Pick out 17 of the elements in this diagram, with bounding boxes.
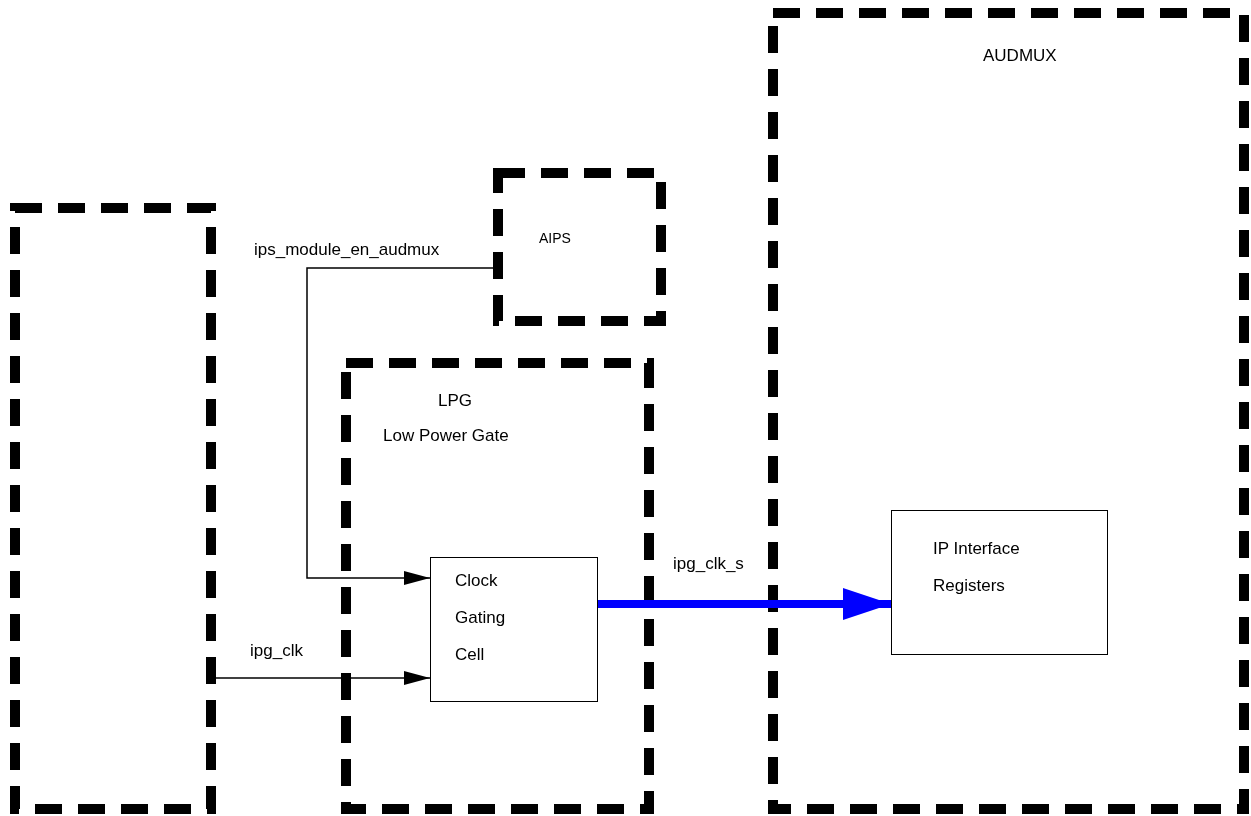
arrow [598, 588, 891, 620]
block-label: AIPS [539, 230, 571, 246]
block-label: IP Interface Registers [933, 538, 1021, 597]
process-box [430, 557, 598, 702]
dashed-block [10, 203, 216, 814]
process-box [891, 510, 1108, 655]
block-label: LPG [438, 391, 473, 411]
edge-label: ipg_clk [249, 641, 304, 661]
dashed-block [341, 358, 654, 814]
edge-label: ips_module_en_audmux [253, 240, 441, 260]
block-label: Clock Gating Cell [455, 570, 507, 666]
dashed-block [493, 168, 666, 326]
block-label: Low Power Gate [383, 426, 509, 446]
dashed-block [768, 8, 1249, 814]
arrow [306, 267, 494, 585]
edge-label: ipg_clk_s [672, 554, 745, 574]
block-label: AUDMUX [983, 46, 1057, 66]
